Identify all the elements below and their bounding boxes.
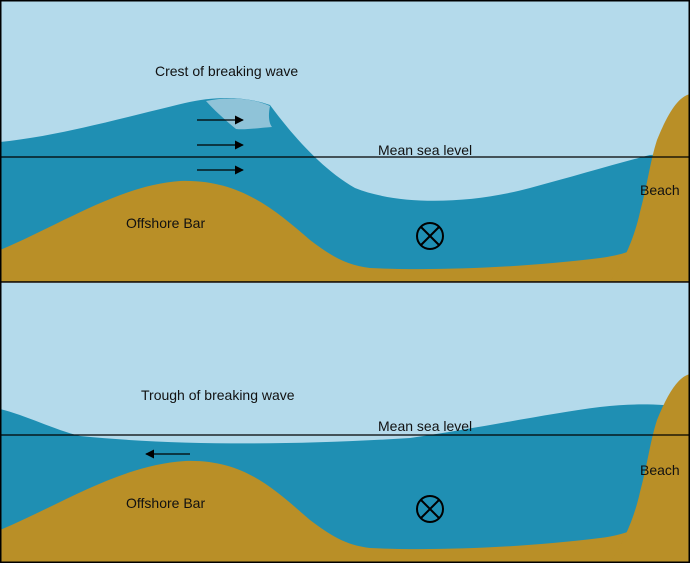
top-crest-foam bbox=[206, 98, 272, 130]
top-beach-label: Beach bbox=[640, 182, 680, 198]
top-offshore-bar bbox=[0, 180, 690, 282]
into-page-symbol-icon bbox=[416, 495, 444, 523]
into-page-symbol-icon bbox=[416, 222, 444, 250]
top-beach bbox=[610, 94, 690, 282]
bottom-beach-label: Beach bbox=[640, 462, 680, 478]
bottom-bar-label: Offshore Bar bbox=[126, 495, 205, 511]
bottom-offshore-bar bbox=[0, 460, 690, 563]
bottom-wave-label: Trough of breaking wave bbox=[141, 387, 295, 403]
bottom-sea-level-label: Mean sea level bbox=[378, 418, 472, 434]
top-shoreward-arrows bbox=[197, 115, 244, 175]
top-sea-level-label: Mean sea level bbox=[378, 142, 472, 158]
bottom-beach bbox=[610, 374, 690, 563]
top-panel: Crest of breaking wave Mean sea level Of… bbox=[0, 0, 690, 282]
bottom-panel: Trough of breaking wave Mean sea level O… bbox=[0, 283, 690, 563]
top-bar-label: Offshore Bar bbox=[126, 215, 205, 231]
top-wave-label: Crest of breaking wave bbox=[155, 63, 298, 79]
